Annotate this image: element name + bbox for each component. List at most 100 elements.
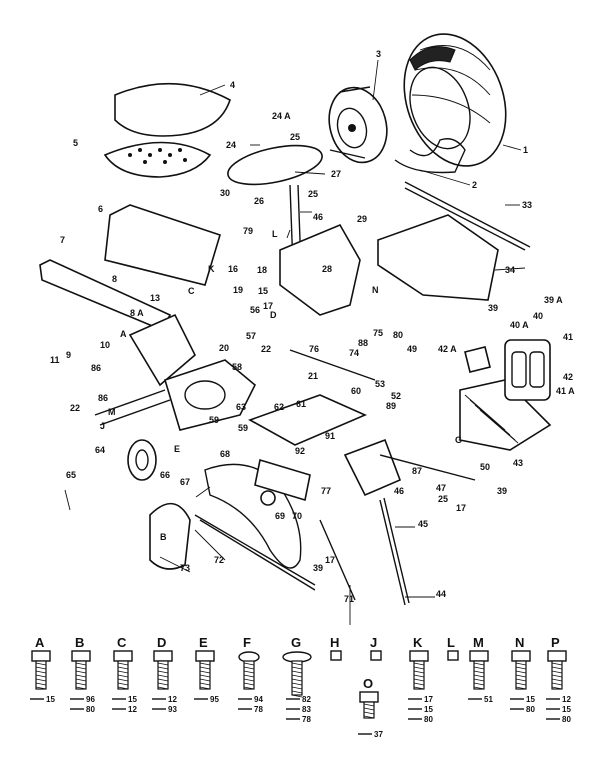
hardware-letter: C bbox=[117, 635, 127, 650]
callout-c4: 4 bbox=[230, 80, 235, 90]
callout-c56: 56 bbox=[250, 305, 260, 315]
hardware-letter: H bbox=[330, 635, 339, 650]
lens-drawing bbox=[464, 346, 491, 373]
hardware-item-M: M 51 bbox=[468, 635, 493, 704]
callout-c77: 77 bbox=[321, 486, 331, 496]
callout-c59a: 59 bbox=[209, 415, 219, 425]
seat-drawing bbox=[114, 82, 231, 137]
bolt-icon bbox=[195, 650, 215, 690]
callout-c39d: 39 A bbox=[544, 295, 563, 305]
callout-c68: 68 bbox=[220, 449, 230, 459]
callout-c15a: 15 bbox=[258, 286, 268, 296]
hardware-part-number: 51 bbox=[484, 695, 493, 704]
nut-icon bbox=[370, 650, 382, 661]
hardware-part-number: 15 bbox=[526, 695, 535, 704]
side-plate-drawing bbox=[128, 313, 196, 387]
callout-c6: 6 bbox=[98, 204, 103, 214]
steering-rod-drawing bbox=[404, 181, 531, 251]
hardware-part-number: 80 bbox=[526, 705, 535, 714]
callout-c10: 10 bbox=[100, 340, 110, 350]
seat-support-drawing bbox=[104, 204, 221, 286]
hardware-item-L: L bbox=[447, 635, 459, 661]
callout-c89: 89 bbox=[386, 401, 396, 411]
callout-c13: 13 bbox=[150, 293, 160, 303]
callout-c91: 91 bbox=[325, 431, 335, 441]
callout-c64: 64 bbox=[95, 445, 105, 455]
hardware-letter: M bbox=[473, 635, 484, 650]
support-bracket-drawing bbox=[254, 458, 311, 502]
callout-lA: A bbox=[120, 329, 127, 339]
callout-c34: 34 bbox=[505, 265, 515, 275]
transaxle-drawing bbox=[94, 359, 256, 431]
callout-c39b: 39 bbox=[313, 563, 323, 573]
steering-wheel-drawing bbox=[227, 144, 323, 186]
callout-c74: 74 bbox=[349, 348, 359, 358]
callout-c28: 28 bbox=[322, 264, 332, 274]
callout-c25a: 25 bbox=[290, 132, 300, 142]
hardware-letter: E bbox=[199, 635, 208, 650]
lever-rod-drawing bbox=[319, 519, 356, 601]
hardware-part-number: 12 bbox=[128, 705, 137, 714]
callout-c17a: 17 bbox=[263, 301, 273, 311]
callout-c40a: 40 A bbox=[510, 320, 529, 330]
callout-c88: 88 bbox=[358, 338, 368, 348]
callout-c43: 43 bbox=[513, 458, 523, 468]
hardware-part-number: 80 bbox=[424, 715, 433, 724]
callout-lG: G bbox=[455, 435, 462, 445]
headlight-panel-drawing bbox=[504, 339, 551, 401]
bolt-icon bbox=[282, 651, 312, 698]
bolt-icon bbox=[511, 650, 531, 690]
callout-c27: 27 bbox=[331, 169, 341, 179]
callout-c75: 75 bbox=[373, 328, 383, 338]
leader-lines bbox=[64, 59, 526, 625]
hardware-part-number: 82 bbox=[302, 695, 311, 704]
callout-c21: 21 bbox=[308, 371, 318, 381]
hardware-letter: L bbox=[447, 635, 455, 650]
callout-c42: 42 bbox=[563, 372, 573, 382]
callout-lE: E bbox=[174, 444, 180, 454]
callout-c44: 44 bbox=[436, 589, 446, 599]
hardware-part-number: 15 bbox=[424, 705, 433, 714]
hardware-part-number: 80 bbox=[86, 705, 95, 714]
callout-c24: 24 bbox=[226, 140, 236, 150]
nut-icon bbox=[447, 650, 459, 661]
hardware-part-number: 83 bbox=[302, 705, 311, 714]
callout-c8: 8 bbox=[112, 274, 117, 284]
lever-bracket-drawing bbox=[343, 438, 402, 497]
bolt-icon bbox=[547, 650, 567, 690]
callout-c67: 67 bbox=[180, 477, 190, 487]
callout-c69: 69 bbox=[275, 511, 285, 521]
hardware-letter: D bbox=[157, 635, 166, 650]
callout-lN: N bbox=[372, 285, 379, 295]
callout-c86b: 86 bbox=[98, 393, 108, 403]
bolt-icon bbox=[238, 651, 260, 690]
hardware-item-J: J bbox=[370, 635, 382, 661]
grille-drawing bbox=[459, 379, 552, 451]
callout-lC: C bbox=[188, 286, 195, 296]
hardware-part-number: 95 bbox=[210, 695, 219, 704]
hardware-part-number: 17 bbox=[424, 695, 433, 704]
callout-c61: 61 bbox=[296, 399, 306, 409]
hardware-item-H: H bbox=[330, 635, 342, 661]
callout-lD: D bbox=[270, 310, 277, 320]
callout-c24a: 24 A bbox=[272, 111, 291, 121]
hood-drawing bbox=[377, 214, 499, 301]
callout-lJ: J bbox=[100, 421, 105, 431]
callout-c52: 52 bbox=[391, 391, 401, 401]
callout-c7: 7 bbox=[60, 235, 65, 245]
hardware-letter: G bbox=[291, 635, 301, 650]
callout-c5: 5 bbox=[73, 138, 78, 148]
hardware-letter: P bbox=[551, 635, 560, 650]
callout-c42a: 42 A bbox=[438, 344, 457, 354]
callout-c86a: 86 bbox=[91, 363, 101, 373]
hardware-part-number: 37 bbox=[374, 730, 383, 739]
bolt-icon bbox=[113, 650, 133, 690]
callout-lL: L bbox=[272, 229, 278, 239]
callout-c19: 19 bbox=[233, 285, 243, 295]
hardware-part-number: 15 bbox=[46, 695, 55, 704]
hardware-part-number: 93 bbox=[168, 705, 177, 714]
callout-c92: 92 bbox=[295, 446, 305, 456]
